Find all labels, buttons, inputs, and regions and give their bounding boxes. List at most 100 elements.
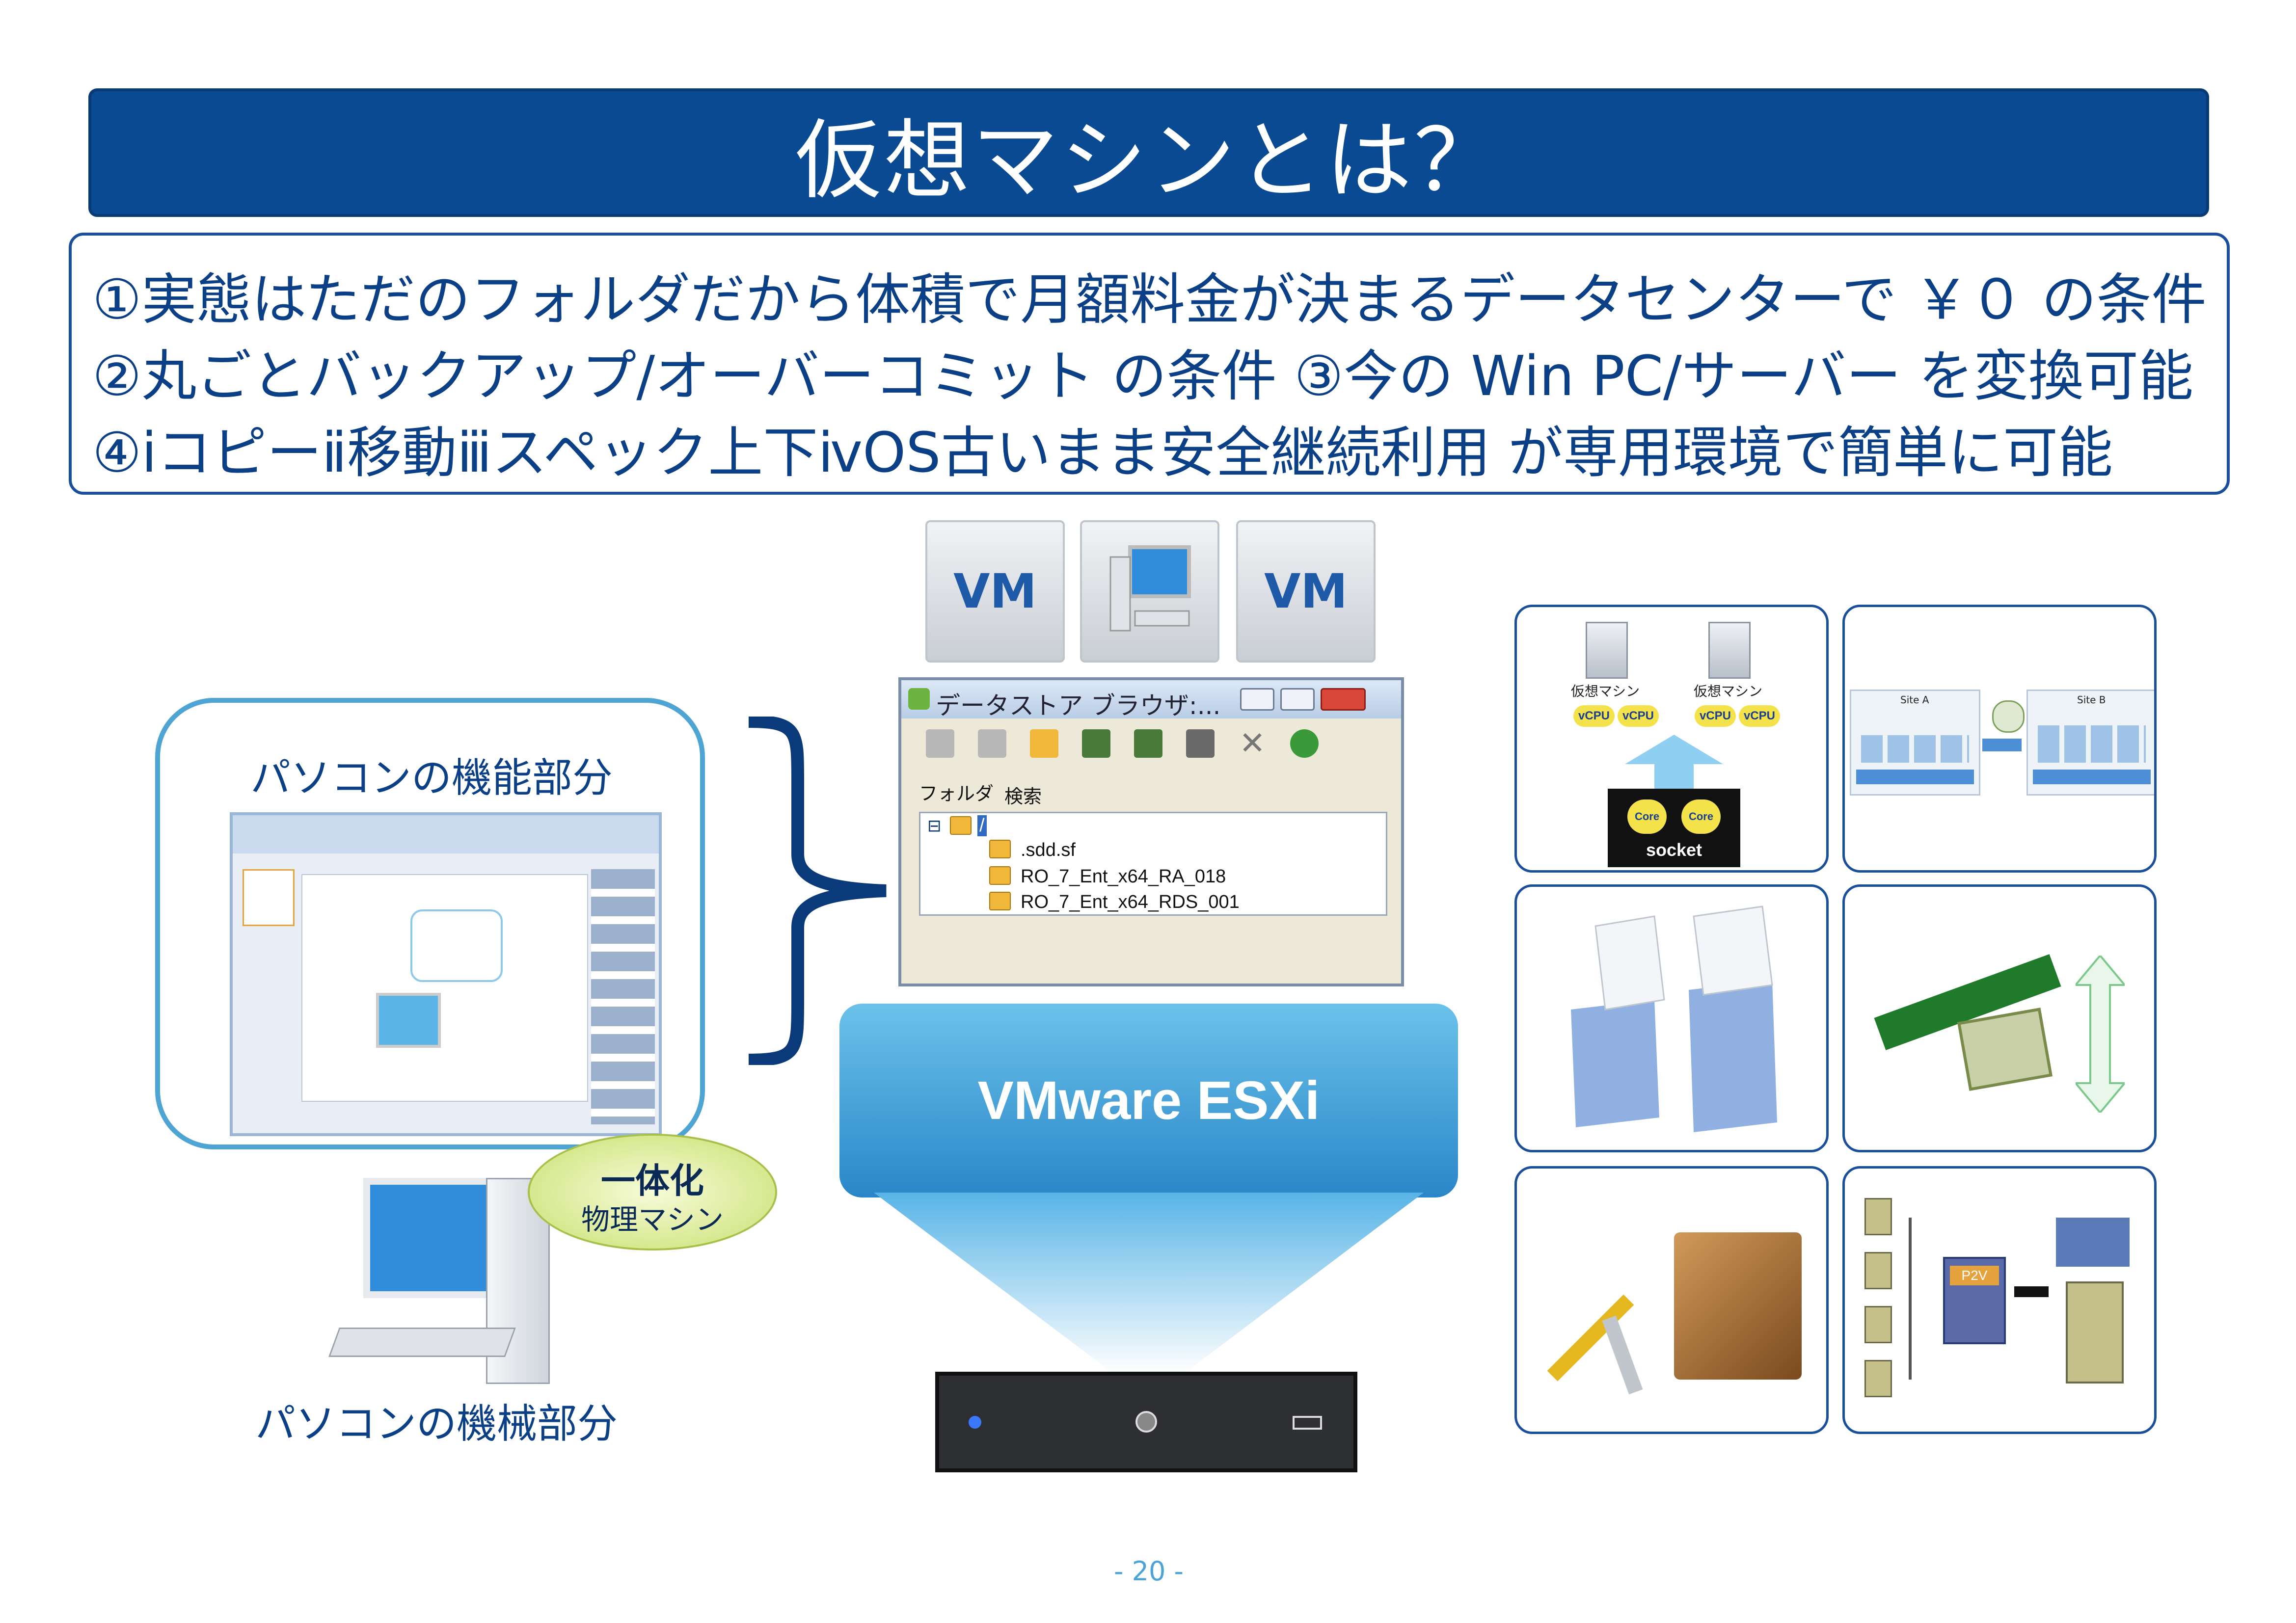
vm-tile-computer (1080, 520, 1219, 663)
tree-item[interactable]: .sdd.sf (1021, 840, 1076, 860)
window-titlebar: データストア ブラウザ:... (901, 680, 1401, 720)
close-button[interactable] (1321, 688, 1366, 711)
slide-canvas (301, 874, 588, 1102)
software-screenshot (230, 812, 662, 1136)
vm-tile-right: VM (1236, 520, 1376, 663)
vm-row (1861, 735, 1969, 763)
tree-collapse-icon[interactable]: ⊟ (927, 816, 942, 836)
app-ribbon (233, 815, 659, 853)
power-led-icon (969, 1416, 981, 1429)
site-a-box: Site A (1850, 690, 1980, 796)
computer-icon (1109, 545, 1191, 632)
tree-root[interactable]: / (977, 815, 987, 836)
vm-row (2038, 725, 2146, 763)
site-b-label: Site B (2077, 694, 2106, 706)
panel-spec-change (1842, 884, 2157, 1152)
upload-file-icon[interactable] (1082, 729, 1110, 758)
window-title: データストア ブラウザ:... (936, 692, 1221, 720)
datastore-browser-window: データストア ブラウザ:... ✕ フォルダ 検索 ⊟ / .sdd.sf RO… (898, 677, 1404, 986)
datastore-icon (908, 688, 930, 710)
drive-slot-icon (1293, 1416, 1322, 1430)
curly-brace-icon (748, 717, 887, 1065)
new-folder-icon[interactable] (1030, 729, 1058, 758)
summary-line-2: ②丸ごとバックアップ/オーバーコミット の条件 ③今の Win PC/サーバー … (92, 345, 2194, 408)
wrench-icon (1602, 1315, 1643, 1395)
vsphere-bar (2033, 770, 2151, 784)
root-folder-icon (950, 816, 972, 835)
panel-vmotion: Site A Site B (1842, 605, 2157, 873)
server-icon (935, 1372, 1357, 1472)
up-arrow-icon (1625, 735, 1723, 789)
bubble-title: 一体化 (601, 1161, 704, 1201)
tab-search[interactable]: 検索 (1004, 786, 1042, 807)
p2v-box: P2V (1943, 1257, 2006, 1344)
patched-server-icon (1674, 1232, 1802, 1380)
delete-icon[interactable]: ✕ (1239, 725, 1266, 762)
target-server-icon (2066, 1281, 2124, 1384)
upload-icon[interactable] (926, 729, 954, 758)
image-gallery-pane (591, 869, 655, 1124)
site-a-label: Site A (1900, 694, 1929, 706)
vm-label-left: VM (953, 564, 1037, 619)
summary-line-1: ①実態はただのフォルダだから体積で月額料金が決まるデータセンターで ￥０ の条件 (92, 268, 2207, 332)
page-number: - 20 - (1113, 1556, 1184, 1587)
folder-icon (989, 892, 1011, 910)
page-title: 仮想マシンとは？ (795, 110, 1502, 211)
virtual-machines-icon (2056, 1218, 2130, 1267)
vcpu-badge: vCPU (1739, 705, 1780, 727)
socket-label: socket (1646, 840, 1702, 860)
datastore-toolbar: ✕ (926, 725, 1378, 764)
vm-tile-left: VM (925, 520, 1065, 663)
cpu-socket: Core Core socket (1608, 789, 1740, 867)
esxi-hypervisor-block: VMware ESXi (839, 1004, 1458, 1197)
panel-copy-folders (1514, 884, 1829, 1152)
p2v-label: P2V (1950, 1266, 1999, 1285)
vcpu-badge: vCPU (1573, 705, 1615, 727)
connector-line (1909, 1218, 1912, 1380)
physical-machine-bubble: 一体化 物理マシン (528, 1134, 777, 1251)
vm-label: 仮想マシン (1694, 683, 1763, 699)
summary-box: ①実態はただのフォルダだから体積で月額料金が決まるデータセンターで ￥０ の条件… (69, 233, 2230, 495)
tree-item[interactable]: RO_7_Ent_x64_RDS_001 (1021, 892, 1240, 912)
folder-icon (989, 866, 1011, 885)
summary-line-3: ④ⅰコピーⅱ移動ⅲスペック上下ⅳOS古いまま安全継続利用 が専用環境で簡単に可能 (92, 421, 2113, 485)
tree-item[interactable]: RO_7_Ent_x64_RA_018 (1021, 866, 1226, 887)
projection-beam (874, 1193, 1424, 1374)
download-file-icon[interactable] (1134, 729, 1162, 758)
monitor-icon (376, 993, 441, 1048)
title-banner: 仮想マシンとは？ (88, 88, 2209, 217)
folder-tree: ⊟ / .sdd.sf RO_7_Ent_x64_RA_018 RO_7_Ent… (919, 812, 1387, 916)
pc-machine-label: パソコンの機械部分 (255, 1401, 618, 1447)
right-arrow-icon (2014, 1286, 2049, 1297)
site-b-box: Site B (2026, 690, 2154, 796)
bubble-subtitle: 物理マシン (581, 1203, 724, 1236)
clock-icon (1992, 700, 2025, 733)
tab-folder[interactable]: フォルダ (919, 783, 994, 804)
minimize-button[interactable] (1240, 688, 1274, 711)
server-icon (1864, 1252, 1892, 1289)
slide-thumbnail (243, 869, 295, 926)
server-icon (1864, 1360, 1892, 1397)
pc-function-label: パソコンの機能部分 (250, 755, 613, 801)
server-icon (1708, 622, 1751, 679)
vsphere-bar (1856, 770, 1974, 784)
folders-copy-icon (1571, 905, 1777, 1132)
keyboard-icon (328, 1328, 516, 1357)
vcpu-badge: vCPU (1618, 705, 1659, 727)
migrate-arrow-icon (1982, 739, 2022, 751)
server-icon (1586, 622, 1628, 679)
up-down-arrow-icon (2076, 956, 2125, 1113)
move-icon[interactable] (1186, 729, 1215, 758)
thought-bubble (410, 909, 503, 982)
maximize-button[interactable] (1280, 688, 1315, 711)
server-icon (1864, 1306, 1892, 1343)
folder-icon (989, 840, 1011, 858)
esxi-label: VMware ESXi (977, 1070, 1320, 1131)
panel-p2v: P2V (1842, 1166, 2157, 1434)
refresh-icon[interactable] (1290, 729, 1319, 758)
panel-maintenance (1514, 1166, 1829, 1434)
vm-label: 仮想マシン (1571, 683, 1640, 699)
vm-label-right: VM (1264, 564, 1348, 619)
download-icon[interactable] (978, 729, 1006, 758)
server-icon (1864, 1198, 1892, 1235)
